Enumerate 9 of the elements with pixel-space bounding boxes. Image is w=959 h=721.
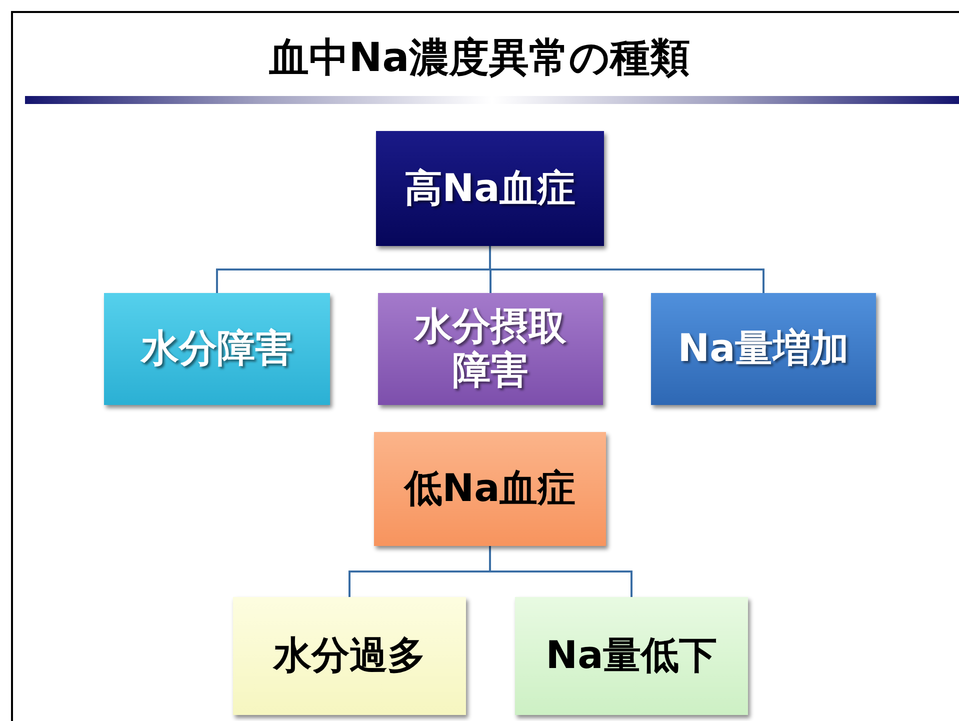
category-box: 水分障害 [104, 293, 330, 405]
category-box: 高Na血症 [376, 131, 604, 246]
category-box: Na量増加 [651, 293, 876, 405]
slide-title: 血中Na濃度異常の種類 [268, 34, 690, 83]
category-box: 低Na血症 [374, 432, 606, 546]
category-box: Na量低下 [515, 597, 748, 715]
category-box: 水分摂取障害 [378, 293, 603, 405]
connector-line [489, 246, 764, 293]
category-box: 水分過多 [233, 597, 466, 715]
